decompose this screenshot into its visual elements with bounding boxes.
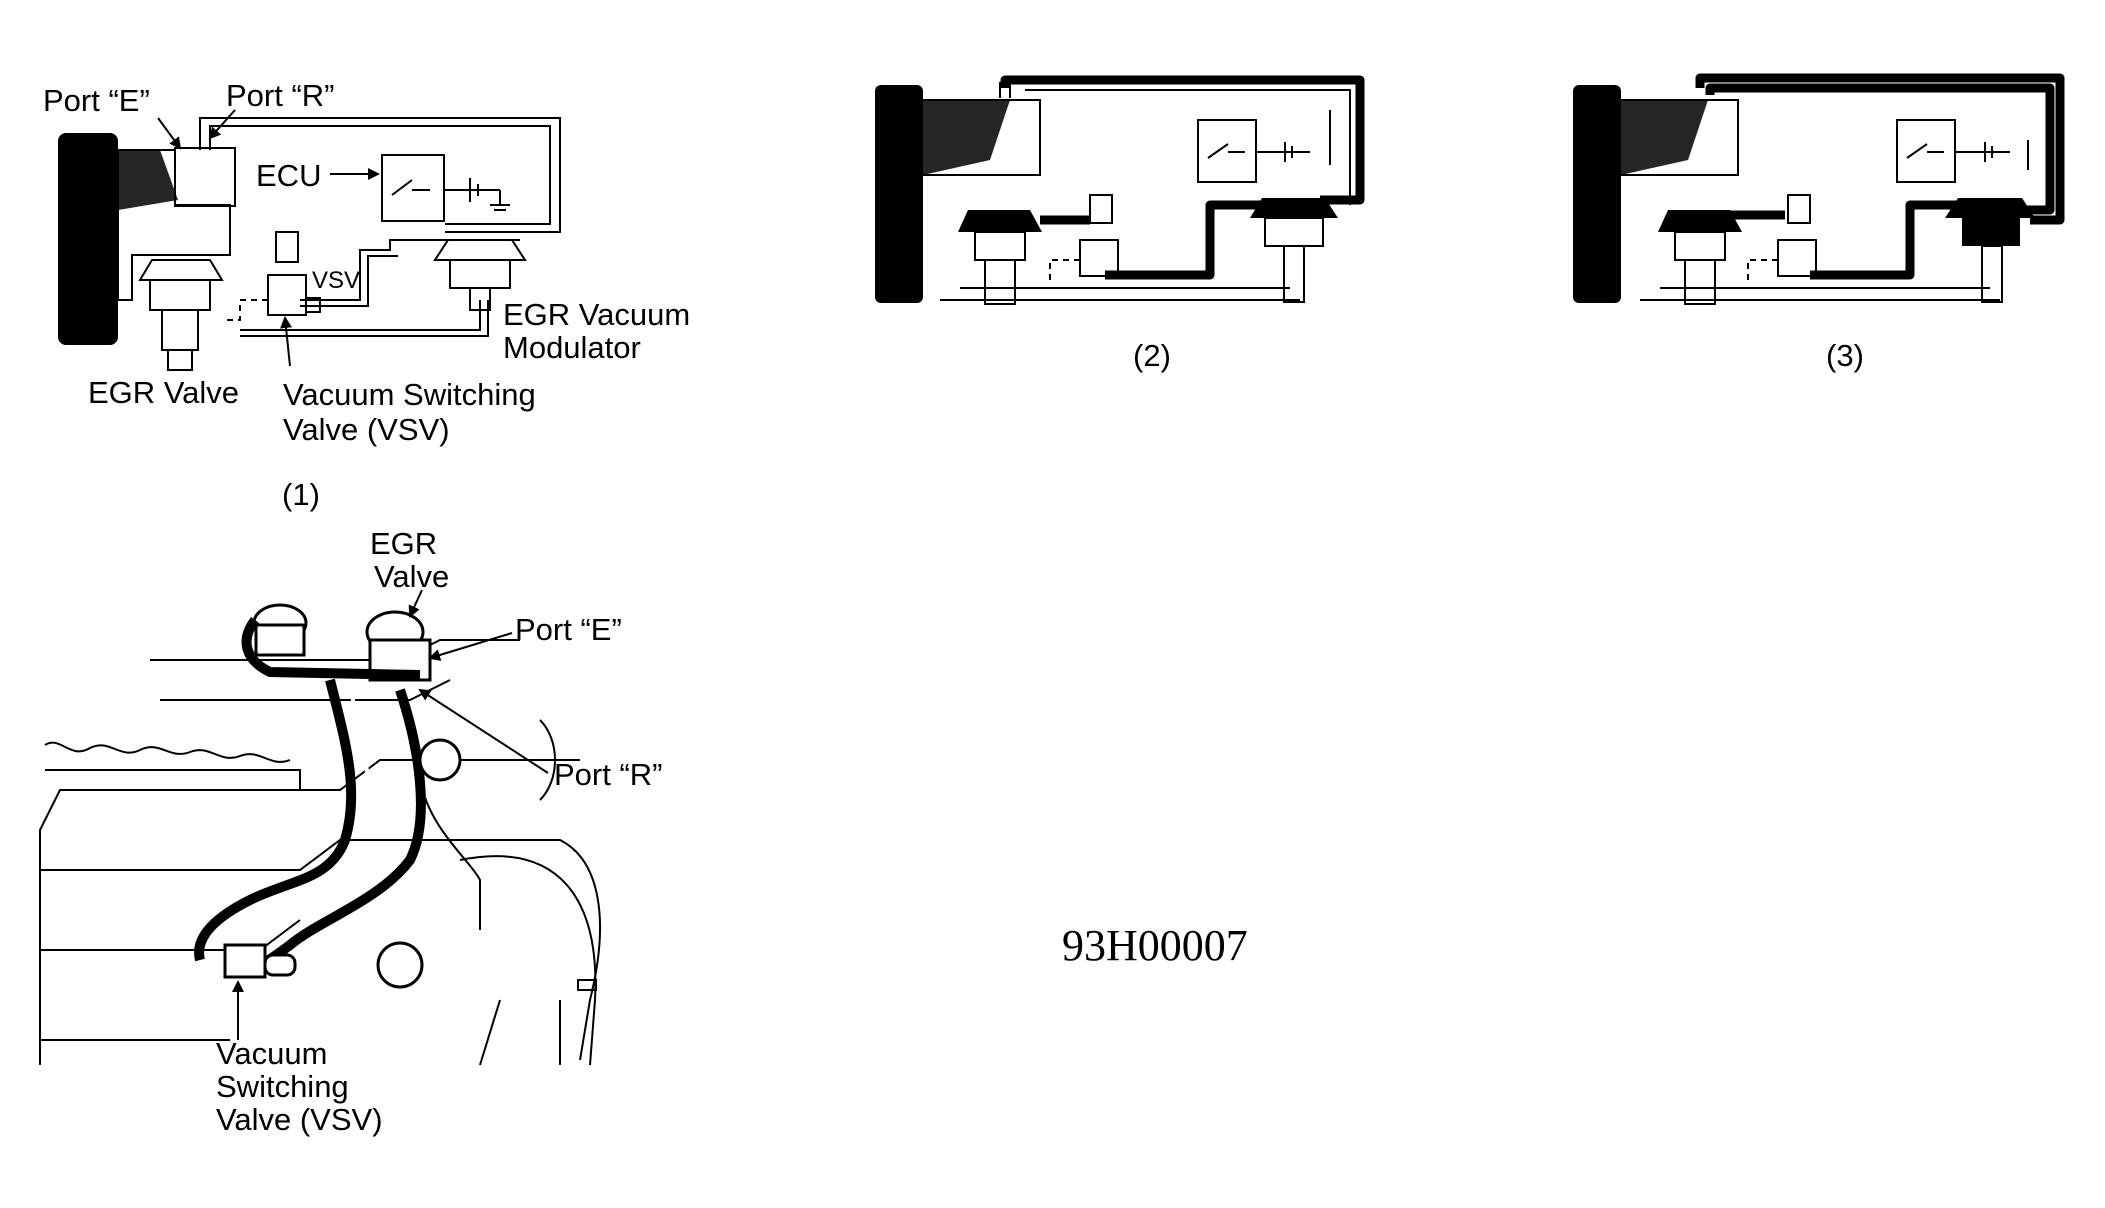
ecu-box-2 (1197, 119, 1257, 183)
egr-valve-diaphragm-1 (138, 259, 224, 281)
label-egr-valve-1: EGR Valve (88, 375, 239, 410)
caption-3: (3) (1826, 338, 1864, 373)
label-egr-vacuum-modulator-line2: Modulator (503, 330, 641, 365)
label-ecu-1: ECU (256, 158, 321, 193)
schematic-2: (2) (875, 75, 1365, 373)
caption-1: (1) (282, 477, 320, 512)
label-vsv-engine-line1: Vacuum (216, 1036, 327, 1071)
ecu-box-1 (381, 154, 445, 222)
vsv-body-engine (223, 943, 267, 979)
label-port-e-1: Port “E” (43, 83, 150, 118)
schematic-1: Port “E” Port “R” ECU VSV EGR Vacuum Mod… (43, 78, 690, 512)
label-vsv-line2: Valve (VSV) (283, 412, 450, 447)
egr-modulator-1 (433, 239, 527, 261)
ecu-box-3 (1896, 119, 1956, 183)
intake-manifold-3 (1573, 85, 1621, 303)
vsv-body-1 (267, 274, 307, 316)
label-port-r-engine: Port “R” (554, 757, 663, 792)
caption-2: (2) (1133, 338, 1171, 373)
figure-code: 93H00007 (1062, 921, 1248, 970)
engine-view: EGR Valve Port “E” Port “R” Vacuum Switc… (39, 526, 663, 1137)
label-port-e-engine: Port “E” (515, 612, 622, 647)
schematic-3: (3) (1573, 73, 2065, 373)
label-vsv-line1: Vacuum Switching (283, 377, 536, 412)
intake-manifold-1 (58, 133, 118, 345)
intake-manifold-2 (875, 85, 923, 303)
label-vsv-engine-line2: Switching (216, 1069, 349, 1104)
label-egr-valve-engine-line1: EGR (370, 526, 437, 561)
label-vsv-engine-line3: Valve (VSV) (216, 1102, 383, 1137)
label-port-r-1: Port “R” (226, 78, 335, 113)
label-vsv-1: VSV (312, 267, 360, 294)
label-egr-valve-engine-line2: Valve (374, 559, 449, 594)
label-egr-vacuum-modulator-line1: EGR Vacuum (503, 297, 690, 332)
